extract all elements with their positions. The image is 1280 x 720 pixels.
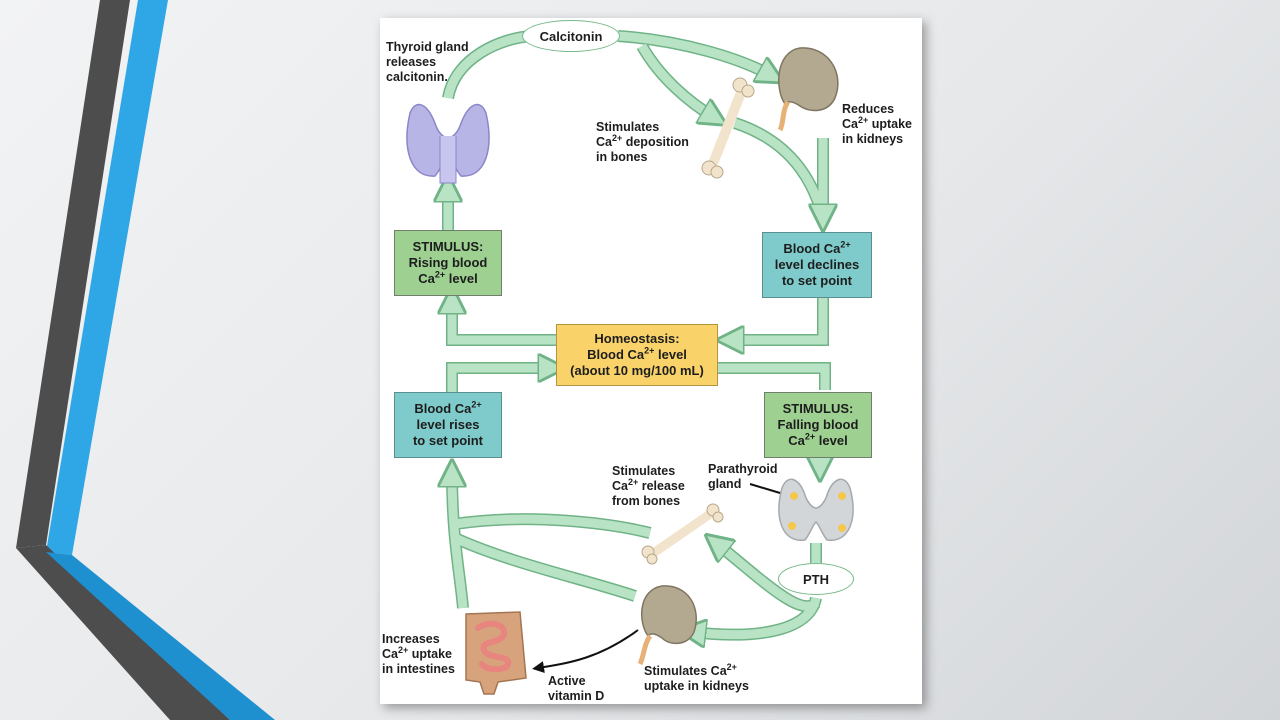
intestine-line2-sup: 2+ bbox=[397, 644, 409, 655]
thyroid-line1: Thyroid gland bbox=[386, 40, 469, 54]
kidney-stim-line1-sup: 2+ bbox=[726, 661, 737, 672]
rises-line3: to set point bbox=[412, 433, 484, 448]
stim-rising-line2: Rising blood bbox=[408, 255, 488, 270]
homeostasis-line2-sup: 2+ bbox=[644, 345, 655, 356]
bone-icon bbox=[701, 77, 755, 179]
stim-falling-line3-pre: Ca bbox=[788, 433, 805, 448]
kidney-reduce-line2-pre: Ca bbox=[842, 117, 858, 131]
homeostasis-line2-pre: Blood Ca bbox=[587, 347, 645, 362]
bone-deposit-line3: in bones bbox=[596, 150, 648, 164]
calcitonin-label: Calcitonin bbox=[539, 28, 603, 44]
intestine-line3: in intestines bbox=[382, 662, 455, 676]
bone-deposit-line2-sup: 2+ bbox=[611, 132, 623, 143]
stim-falling-line2: Falling blood bbox=[777, 417, 859, 432]
stim-rising-line1: STIMULUS: bbox=[412, 239, 484, 254]
intestine-line1: Increases bbox=[382, 632, 440, 646]
rises-line1-pre: Blood Ca bbox=[414, 401, 472, 416]
homeostasis-line3: (about 10 mg/100 mL) bbox=[570, 363, 704, 378]
declines-line2: level declines bbox=[774, 257, 860, 272]
declines-line3: to set point bbox=[781, 273, 853, 288]
intestine-label: Increases Ca2+ uptake in intestines bbox=[382, 632, 455, 677]
bone-release-icon bbox=[641, 503, 724, 565]
vitamin-d-line2: vitamin D bbox=[548, 689, 605, 703]
stim-rising-line3-post: level bbox=[445, 271, 478, 286]
bone-deposit-line2-post: deposition bbox=[622, 135, 689, 149]
parathyroid-line1: Parathyroid bbox=[708, 462, 778, 476]
bone-deposit-line2-pre: Ca bbox=[596, 135, 612, 149]
stimulus-falling-box: STIMULUS: Falling blood Ca2+ level bbox=[764, 392, 872, 458]
parathyroid-label: Parathyroid gland bbox=[708, 462, 777, 492]
calcitonin-oval: Calcitonin bbox=[522, 20, 620, 52]
dark-stripe bbox=[16, 0, 130, 548]
bone-release-label: Stimulates Ca2+ release from bones bbox=[612, 464, 685, 509]
vitamin-d-label: Active vitamin D bbox=[548, 674, 604, 704]
homeostasis-line2-post: level bbox=[654, 347, 687, 362]
bone-deposit-label: Stimulates Ca2+ deposition in bones bbox=[596, 120, 689, 165]
stim-falling-line1: STIMULUS: bbox=[782, 401, 854, 416]
bone-release-line2-post: release bbox=[638, 479, 685, 493]
homeostasis-line1: Homeostasis: bbox=[594, 331, 680, 346]
declines-box: Blood Ca2+ level declines to set point bbox=[762, 232, 872, 298]
stimulus-rising-box: STIMULUS: Rising blood Ca2+ level bbox=[394, 230, 502, 296]
stim-falling-line3-post: level bbox=[815, 433, 848, 448]
bone-deposit-line1: Stimulates bbox=[596, 120, 660, 134]
homeostasis-box: Homeostasis: Blood Ca2+ level (about 10 … bbox=[556, 324, 718, 386]
vitamin-d-line1: Active bbox=[548, 674, 586, 688]
kidney-reduce-line2-sup: 2+ bbox=[857, 114, 869, 125]
declines-line1-pre: Blood Ca bbox=[783, 241, 841, 256]
kidney-reduce-line1: Reduces bbox=[842, 102, 895, 116]
slide-decoration bbox=[16, 0, 275, 720]
kidney-stim-label: Stimulates Ca2+ uptake in kidneys bbox=[644, 661, 749, 694]
dark-bottom-stripe bbox=[16, 545, 230, 720]
vitamin-d-arrow bbox=[532, 629, 639, 674]
intestine-line2-pre: Ca bbox=[382, 647, 398, 661]
thyroid-line3: calcitonin. bbox=[386, 70, 448, 84]
stim-rising-line3-sup: 2+ bbox=[434, 269, 446, 280]
kidney-stim-line1-pre: Stimulates Ca bbox=[644, 664, 727, 678]
kidney-reduce-line2-post: uptake bbox=[868, 117, 913, 131]
thyroid-label: Thyroid gland releases calcitonin. bbox=[386, 40, 469, 85]
thyroid-line2: releases bbox=[386, 55, 437, 69]
stim-falling-line3-sup: 2+ bbox=[804, 431, 816, 442]
declines-line1-sup: 2+ bbox=[840, 239, 851, 250]
bone-release-line2-pre: Ca bbox=[612, 479, 628, 493]
intestine-line2-post: uptake bbox=[408, 647, 453, 661]
stim-rising-line3-pre: Ca bbox=[418, 271, 435, 286]
kidney-reduce-line3: in kidneys bbox=[842, 132, 904, 146]
rises-line1-sup: 2+ bbox=[471, 399, 482, 410]
kidney-stim-line2: uptake in kidneys bbox=[644, 679, 749, 693]
rises-box: Blood Ca2+ level rises to set point bbox=[394, 392, 502, 458]
kidney-reduce-label: Reduces Ca2+ uptake in kidneys bbox=[842, 102, 912, 147]
blue-stripe bbox=[46, 0, 168, 555]
rises-line2: level rises bbox=[416, 417, 480, 432]
calcium-homeostasis-diagram: Calcitonin PTH STIMULUS: Rising blood Ca… bbox=[380, 18, 922, 704]
arrow-fills bbox=[448, 31, 825, 635]
kidney-icon bbox=[777, 47, 839, 132]
thyroid-gland-icon bbox=[406, 103, 490, 184]
kidney-lower-icon bbox=[637, 585, 697, 666]
intestine-icon bbox=[465, 611, 527, 695]
bone-release-line2-sup: 2+ bbox=[627, 476, 639, 487]
bone-release-line1: Stimulates bbox=[612, 464, 676, 478]
pth-oval: PTH bbox=[778, 563, 854, 595]
parathyroid-gland-icon bbox=[778, 478, 854, 541]
parathyroid-line2: gland bbox=[708, 477, 742, 491]
bone-release-line3: from bones bbox=[612, 494, 681, 508]
blue-bottom-stripe bbox=[46, 552, 275, 720]
pth-label: PTH bbox=[803, 571, 829, 587]
